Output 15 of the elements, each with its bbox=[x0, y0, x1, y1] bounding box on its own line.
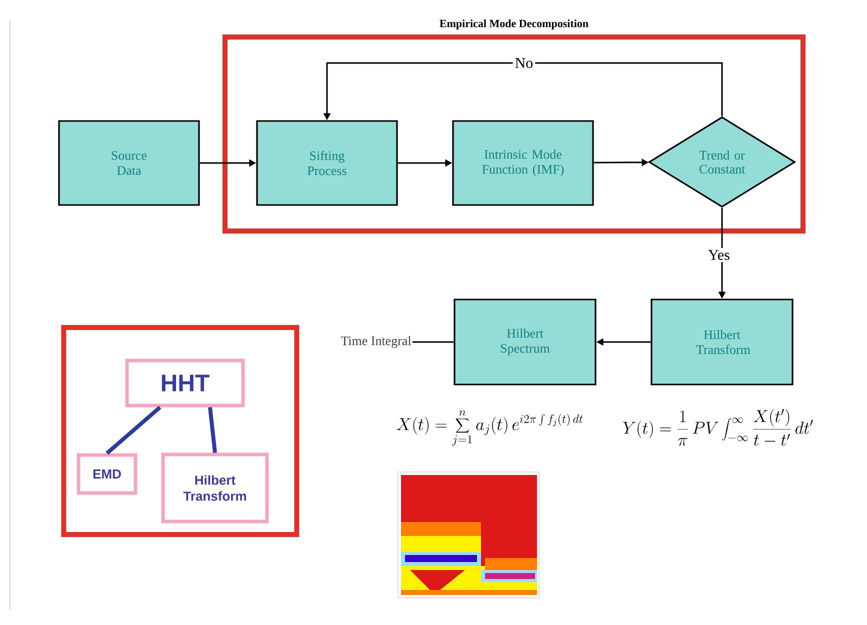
group-frame bbox=[61, 325, 300, 537]
term-box: EMD bbox=[76, 453, 138, 495]
process-box: Hilbert Spectrum bbox=[454, 298, 596, 386]
process-box: Hilbert Transform bbox=[650, 298, 794, 386]
text-label: Time Integral bbox=[340, 336, 412, 348]
edge-label: No bbox=[512, 56, 536, 70]
process-box: Sifting Process bbox=[256, 120, 398, 206]
process-box: Source Data bbox=[58, 120, 200, 206]
process-box: Intrinsic Mode Function (IMF) bbox=[452, 120, 594, 206]
node-label: Empirical Mode Decomposition bbox=[440, 20, 588, 30]
formula: $X(t) = \sum_{j=1}^{n} a_j(t)\, e^{i2\pi\int f_j(t)\,dt}$ bbox=[396, 410, 583, 446]
term-box: HHT bbox=[125, 358, 245, 408]
edge-label: Yes bbox=[706, 248, 732, 262]
formula: $Y(t) = \frac{1}{\pi}\, PV \int_{-\infty}^{\infty} \frac{X(t')}{t-t'}\,dt'$ bbox=[623, 409, 813, 446]
term-box: Hilbert Transform bbox=[161, 452, 269, 524]
